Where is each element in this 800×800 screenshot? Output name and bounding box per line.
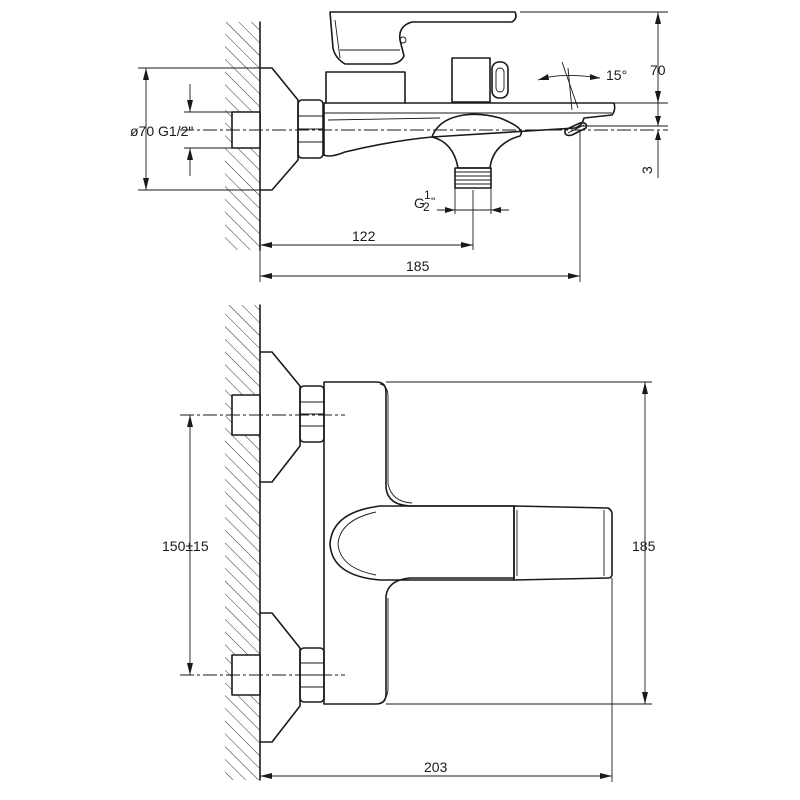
plan-spout xyxy=(513,505,613,581)
dim-total-width: 203 xyxy=(260,578,613,782)
dim-projection-122: 122 xyxy=(260,190,474,250)
plan-body xyxy=(323,381,515,705)
outlet-thread-den: 2 xyxy=(423,200,430,214)
dim-body-height: 185 xyxy=(386,381,656,705)
dim-pipe-label: ø70 G1/2" xyxy=(130,123,193,139)
dim-angle-15: 15° xyxy=(537,61,627,111)
dim-height-70-label: 70 xyxy=(650,62,666,78)
side-diverter-knob xyxy=(451,57,509,103)
dim-height-70: 70 xyxy=(520,11,668,104)
side-outlet-thread xyxy=(454,167,492,189)
outlet-thread-prefix: G xyxy=(414,195,425,211)
dim-gap-3: 3 xyxy=(580,90,668,178)
outlet-thread-num: 1 xyxy=(424,188,431,202)
side-diverter xyxy=(431,113,522,169)
side-flange xyxy=(259,67,299,191)
side-handle xyxy=(329,11,517,65)
plan-view: 150±15 185 203 xyxy=(162,304,656,782)
dim-outlet-thread: G 1 2 " xyxy=(414,188,509,214)
plan-handle xyxy=(329,505,515,581)
dim-inlet-spacing-label: 150±15 xyxy=(162,538,209,554)
side-cartridge-base xyxy=(325,71,406,104)
dim-body-height-label: 185 xyxy=(632,538,656,554)
side-view: ø70 G1/2" 70 3 15° xyxy=(130,11,668,282)
side-hex-nut xyxy=(297,99,324,159)
dim-angle-label: 15° xyxy=(606,67,627,83)
dim-inlet-spacing: 150±15 xyxy=(162,415,209,675)
plan-wall xyxy=(225,304,261,781)
outlet-thread-suffix: " xyxy=(431,195,435,209)
dim-total-width-label: 203 xyxy=(424,759,448,775)
dim-projection-185: 185 xyxy=(259,130,581,282)
side-spout-tip xyxy=(564,122,588,137)
dim-122-label: 122 xyxy=(352,228,376,244)
side-body xyxy=(323,102,616,157)
dim-185-label: 185 xyxy=(406,258,430,274)
dim-gap-3-label: 3 xyxy=(639,166,655,174)
dim-diameter-70: ø70 G1/2" xyxy=(130,67,260,191)
